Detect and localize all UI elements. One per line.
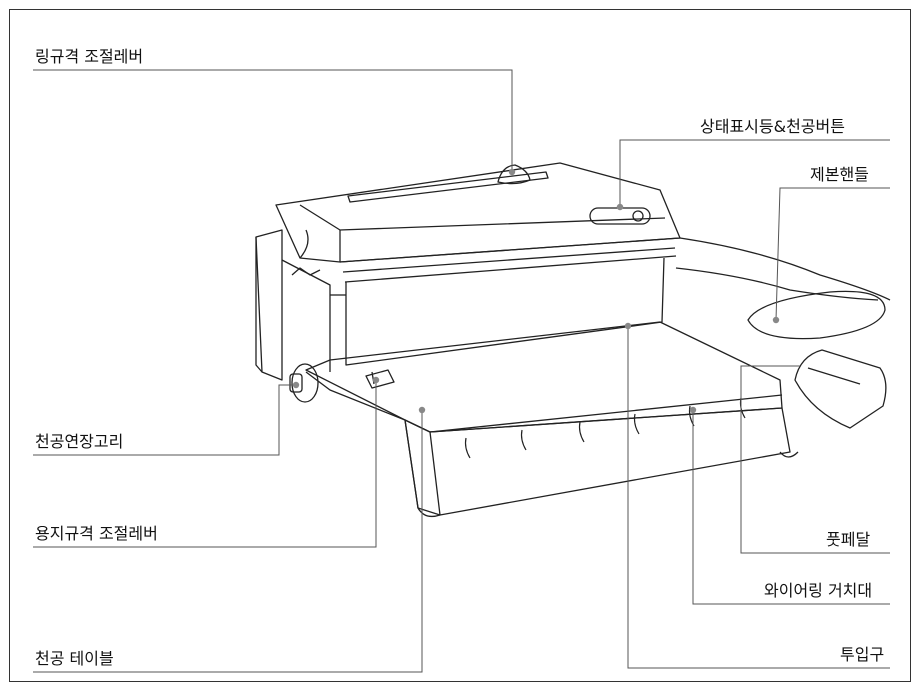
handle-arm	[679, 237, 891, 301]
diagram-frame	[9, 9, 911, 682]
label-binding-handle: 제본핸들	[810, 165, 869, 184]
label-inlet: 투입구	[840, 645, 885, 664]
ring-size-lever-knob	[497, 164, 531, 185]
paper-size-lever-block	[365, 369, 395, 389]
extension-ring-knob	[291, 363, 319, 403]
label-paper-size-lever: 용지규격 조절레버	[35, 524, 158, 543]
machine-top-body	[275, 162, 681, 263]
foot-pedal	[794, 349, 887, 429]
binding-handle-grip	[747, 290, 886, 340]
label-punch-table: 천공 테이블	[35, 649, 114, 668]
top-slot	[347, 171, 549, 203]
left-side-panel	[255, 229, 283, 381]
front-face	[345, 257, 665, 366]
label-foot-pedal: 풋페달	[826, 530, 871, 549]
label-ring-size-lever: 링규격 조절레버	[35, 47, 144, 66]
label-punch-extension-ring: 천공연장고리	[35, 432, 124, 451]
label-wire-ring-holder: 와이어링 거치대	[764, 581, 873, 600]
label-status-light-punch-button: 상태표시등&천공버튼	[700, 117, 845, 136]
status-panel	[589, 207, 651, 225]
